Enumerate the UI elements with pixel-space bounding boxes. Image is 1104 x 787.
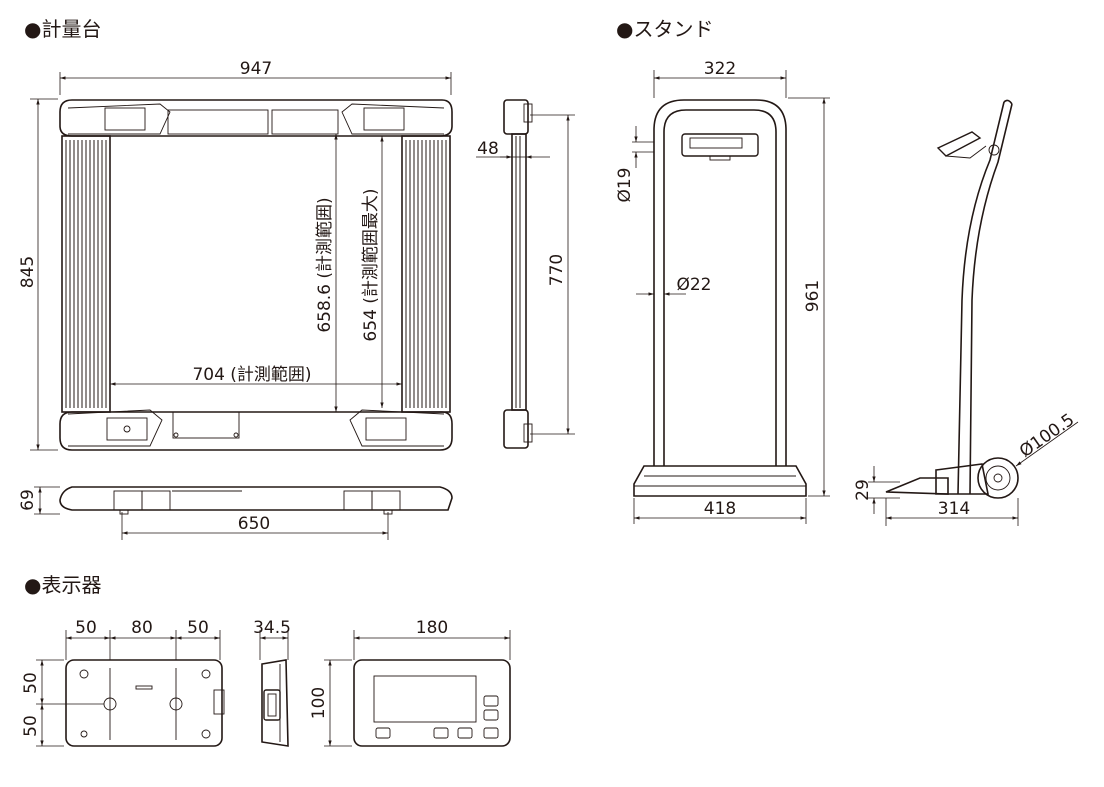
dim-side-length: 770: [547, 254, 567, 286]
platform-side-view: 48 770: [476, 99, 575, 449]
dim-display-depth: 34.5: [253, 618, 291, 638]
dim-display-width: 180: [416, 618, 448, 638]
dim-foot-height: 29: [853, 479, 873, 501]
display-front-view: 180 100: [309, 618, 511, 747]
display-back-view: 50 80 50 50 50: [21, 618, 225, 747]
dim-stand-base-width: 418: [704, 499, 736, 519]
dim-side-thickness: 48: [477, 139, 499, 159]
dim-measure-length-2: 654 (計測範囲最大): [361, 188, 381, 341]
dim-profile-height: 69: [18, 489, 38, 511]
dim-display-vert-b: 50: [21, 715, 41, 737]
dim-pipe-dia: Ø22: [676, 275, 711, 295]
dim-wheel-dia: Ø100.5: [1016, 410, 1078, 462]
dim-display-height: 100: [309, 687, 329, 719]
stand-front-view: 322 Ø19 Ø22 961 418: [615, 59, 830, 524]
heading-platform: ●計量台: [24, 17, 101, 41]
dim-profile-width: 650: [238, 514, 270, 534]
display-side-view: 34.5: [253, 618, 291, 747]
heading-stand: ●スタンド: [616, 17, 713, 41]
dim-measure-length-1: 658.6 (計測範囲): [315, 197, 335, 332]
right-rail: [401, 135, 451, 413]
dim-stand-depth: 314: [938, 499, 970, 519]
stand-side-view: Ø100.5 29 314: [853, 99, 1078, 526]
dim-platform-height: 845: [18, 256, 38, 288]
platform-top-view: 947 845: [18, 59, 453, 451]
dim-stand-height: 961: [803, 280, 823, 312]
heading-display: ●表示器: [24, 573, 101, 597]
dim-display-spacing-a: 50: [75, 618, 97, 638]
dim-display-spacing-c: 50: [187, 618, 209, 638]
dim-measure-width: 704 (計測範囲): [192, 365, 311, 385]
dim-stand-top-width: 322: [704, 59, 736, 79]
platform-profile: 69 650: [18, 486, 453, 540]
dim-mount-dia: Ø19: [615, 167, 635, 202]
dim-display-spacing-b: 80: [131, 618, 153, 638]
dim-display-vert-a: 50: [21, 672, 41, 694]
dim-platform-width: 947: [240, 59, 272, 79]
left-rail: [61, 135, 111, 413]
